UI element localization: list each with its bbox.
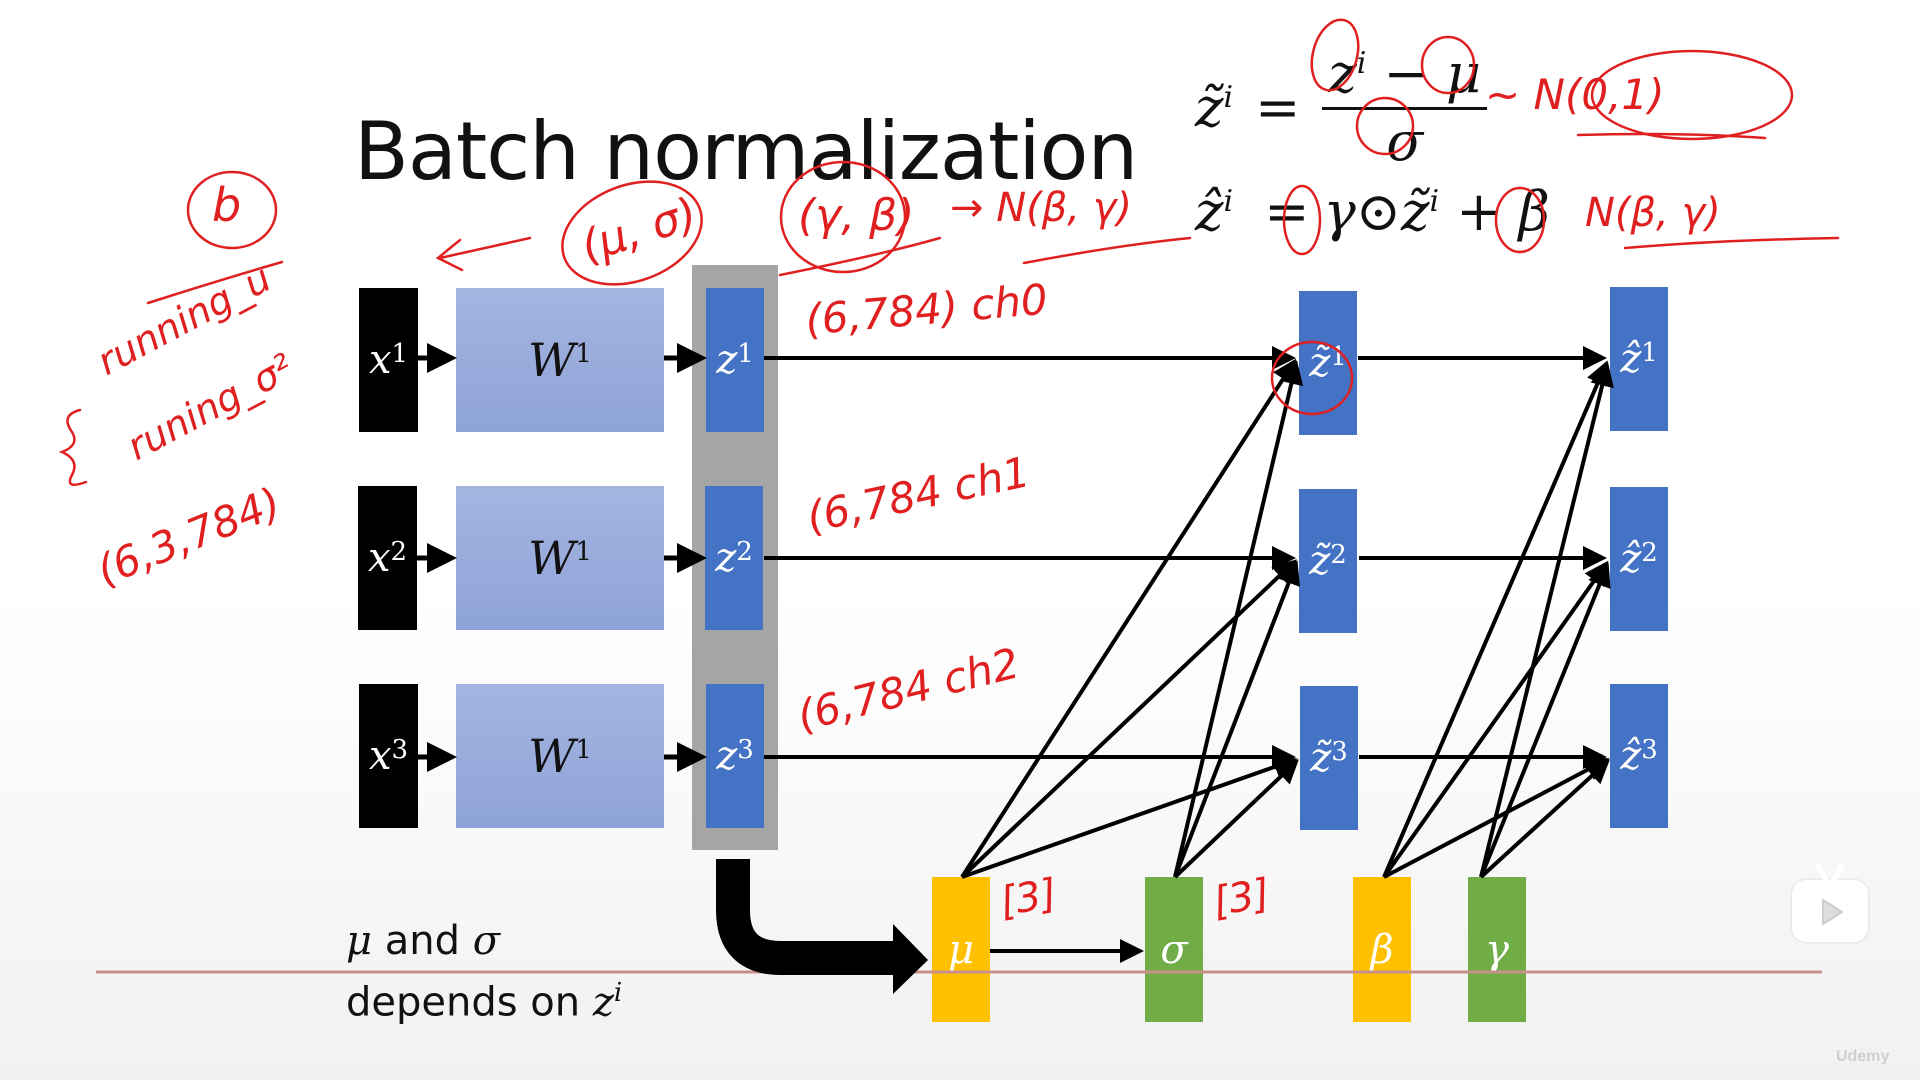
annotation-b: b: [212, 178, 242, 232]
tv-antenna-icon: [1815, 863, 1845, 925]
eq-odot: ⊙: [1355, 180, 1402, 243]
arrow-gamma-zhat3: [1479, 759, 1610, 879]
eq-gamma-circle: [1282, 184, 1322, 256]
eq-numerator: zi − μ: [1322, 42, 1488, 110]
bilibili-tv-play-icon[interactable]: [1792, 863, 1868, 942]
eq-beta-circle: [1494, 186, 1546, 254]
annotation-normal01: ~ N(0,1): [1485, 70, 1665, 119]
arrow-mu-ztilde2: [960, 559, 1297, 879]
note-line2: depends on zi: [346, 978, 623, 1026]
gamma-beta-underline: [778, 236, 942, 277]
normal01-circle: [1590, 49, 1794, 141]
eq-gamma: γ: [1323, 180, 1356, 243]
arrow-gamma-zhat2: [1479, 562, 1611, 878]
bent-arrow-head: [893, 924, 928, 994]
normal01-underline: [1576, 132, 1767, 140]
eq-sigma-circle: [1355, 96, 1415, 156]
eq-fraction: zi − μ σ: [1322, 42, 1488, 173]
annotation-hat-dist: N(β, γ): [1585, 190, 1721, 236]
eq-mu-circle: [1420, 35, 1476, 95]
annotation-gamma-beta-dist: → N(β, γ): [950, 185, 1132, 231]
eq-ztilde: z̃: [1401, 180, 1430, 243]
gamma-beta-circle: [779, 160, 907, 274]
equation-normalize: z̃i = zi − μ σ: [1195, 42, 1488, 173]
ztilde2-node: z̃2: [1299, 489, 1357, 633]
arrow-mu-ztilde3: [961, 755, 1298, 879]
gamma-node: γ: [1468, 877, 1526, 1022]
mu-sigma-arrow: [435, 236, 532, 272]
ztilde3-node: z̃3: [1300, 686, 1358, 830]
arrow-beta-zhat1: [1382, 360, 1610, 878]
annotation-sigma-size: [3]: [1209, 870, 1274, 926]
annotation-gamma-beta: (γ, β): [798, 190, 915, 241]
handwritten-annotations: [58, 18, 1840, 487]
eq-lhs: ẑi: [1195, 180, 1234, 243]
watermark: Udemy: [1836, 1048, 1890, 1065]
beta-node: β: [1353, 877, 1411, 1022]
running-brace: [58, 408, 88, 487]
arrow-sigma-ztilde3: [1173, 759, 1299, 879]
b-circle: [186, 170, 278, 250]
equation-scale-shift: ẑi =γ⊙z̃i + β: [1195, 180, 1550, 243]
arrow-sigma-ztilde1: [1173, 360, 1304, 878]
ztilde1-circle: [1270, 340, 1354, 416]
eq-lhs: z̃i: [1195, 76, 1234, 139]
sigma-node: σ: [1145, 877, 1203, 1022]
eq-zi-circle: [1310, 18, 1360, 92]
dist-underline: [1022, 236, 1192, 265]
hat-dist-underline: [1623, 236, 1840, 250]
arrow-beta-zhat2: [1382, 560, 1609, 879]
bent-arrow-batch-to-mu: [716, 859, 895, 975]
annotation-mu-size: [3]: [996, 870, 1061, 926]
arrow-sigma-ztilde2: [1173, 560, 1300, 878]
eq-beta: β: [1518, 180, 1550, 243]
b-underline: [146, 260, 284, 305]
mu-sigma-circle: [561, 180, 703, 286]
eq-equals: =: [1264, 180, 1310, 243]
eq-equals: =: [1255, 76, 1301, 139]
arrow-gamma-zhat1: [1479, 362, 1614, 878]
arrow-mu-ztilde1: [960, 358, 1297, 879]
eq-plus: +: [1439, 180, 1519, 243]
note-line1: μ and σ: [346, 918, 500, 964]
eq-denominator: σ: [1386, 110, 1424, 173]
mu-node: μ: [932, 877, 990, 1022]
slide-title: Batch normalization: [354, 105, 1138, 198]
